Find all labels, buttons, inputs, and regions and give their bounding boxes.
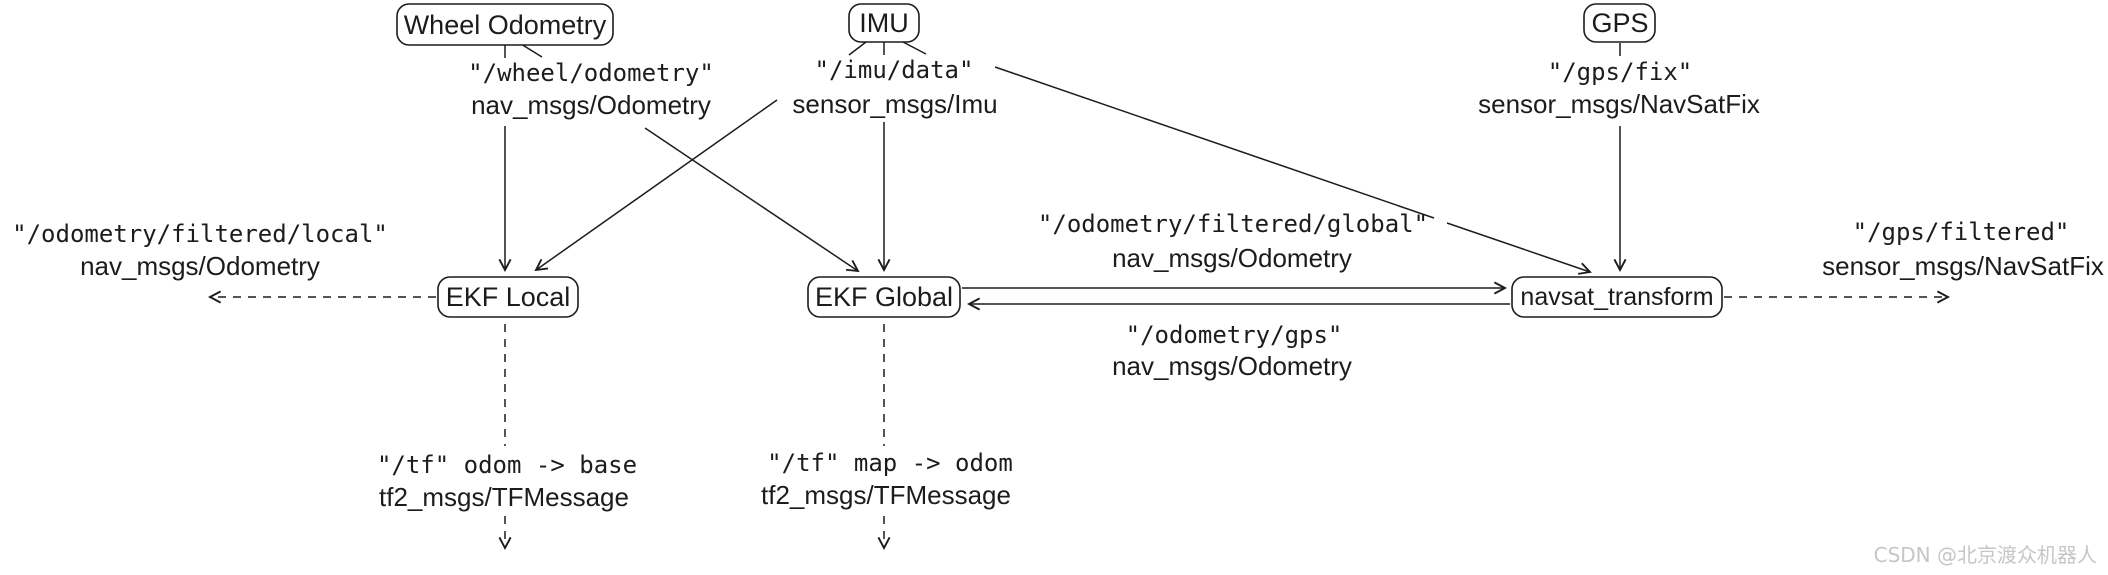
- odometry-filtered-global-name: "/odometry/filtered/global": [1038, 210, 1428, 238]
- node-imu: IMU: [848, 3, 920, 43]
- gps-topic-name: "/gps/fix": [1548, 58, 1693, 86]
- node-gps-label: GPS: [1591, 8, 1648, 38]
- odometry-gps-name: "/odometry/gps": [1126, 321, 1343, 349]
- node-gps: GPS: [1583, 3, 1656, 43]
- odometry-filtered-local-name: "/odometry/filtered/local": [12, 220, 388, 248]
- node-ekf-local-label: EKF Local: [446, 282, 571, 312]
- node-ekf-local: EKF Local: [437, 276, 579, 318]
- label-tf-odom-base: "/tf" odom -> base tf2_msgs/TFMessage: [377, 451, 637, 512]
- odometry-filtered-global-type: nav_msgs/Odometry: [1112, 243, 1352, 273]
- label-gps-filtered: "/gps/filtered" sensor_msgs/NavSatFix: [1822, 218, 2104, 281]
- label-wheel-topic: "/wheel/odometry" nav_msgs/Odometry: [468, 59, 714, 120]
- gps-filtered-name: "/gps/filtered": [1853, 218, 2070, 246]
- tf-odom-base-name: "/tf" odom -> base: [377, 451, 637, 479]
- node-navsat-transform-label: navsat_transform: [1520, 283, 1713, 311]
- label-tf-map-odom: "/tf" map -> odom tf2_msgs/TFMessage: [761, 449, 1013, 510]
- tf-odom-base-type: tf2_msgs/TFMessage: [379, 482, 629, 512]
- label-odometry-filtered-local: "/odometry/filtered/local" nav_msgs/Odom…: [12, 220, 388, 281]
- label-odometry-filtered-global: "/odometry/filtered/global" nav_msgs/Odo…: [1038, 210, 1428, 273]
- wheel-topic-type: nav_msgs/Odometry: [471, 90, 711, 120]
- edge-wheel-to-ekf-global: [520, 43, 860, 273]
- csdn-watermark: CSDN @北京渡众机器人: [1874, 543, 2097, 567]
- odometry-gps-type: nav_msgs/Odometry: [1112, 351, 1352, 381]
- node-ekf-global-label: EKF Global: [815, 282, 953, 312]
- imu-topic-type: sensor_msgs/Imu: [792, 89, 997, 119]
- tf-map-odom-type: tf2_msgs/TFMessage: [761, 480, 1011, 510]
- node-ekf-global: EKF Global: [807, 276, 961, 318]
- imu-topic-name: "/imu/data": [815, 56, 974, 84]
- odometry-filtered-local-type: nav_msgs/Odometry: [80, 251, 320, 281]
- label-imu-topic: "/imu/data" sensor_msgs/Imu: [792, 56, 997, 119]
- node-wheel-odometry-label: Wheel Odometry: [404, 10, 607, 40]
- label-gps-topic: "/gps/fix" sensor_msgs/NavSatFix: [1478, 58, 1760, 119]
- tf-map-odom-name: "/tf" map -> odom: [767, 449, 1013, 477]
- edge-imu-to-ekf-local: [534, 41, 867, 272]
- node-imu-label: IMU: [859, 8, 909, 38]
- gps-topic-type: sensor_msgs/NavSatFix: [1478, 89, 1760, 119]
- node-wheel-odometry: Wheel Odometry: [396, 3, 614, 46]
- wheel-topic-name: "/wheel/odometry": [468, 59, 714, 87]
- label-odometry-gps: "/odometry/gps" nav_msgs/Odometry: [1112, 321, 1352, 381]
- edge-imu-to-navsat-transform: [902, 41, 1592, 275]
- node-navsat-transform: navsat_transform: [1511, 276, 1723, 318]
- gps-filtered-type: sensor_msgs/NavSatFix: [1822, 251, 2104, 281]
